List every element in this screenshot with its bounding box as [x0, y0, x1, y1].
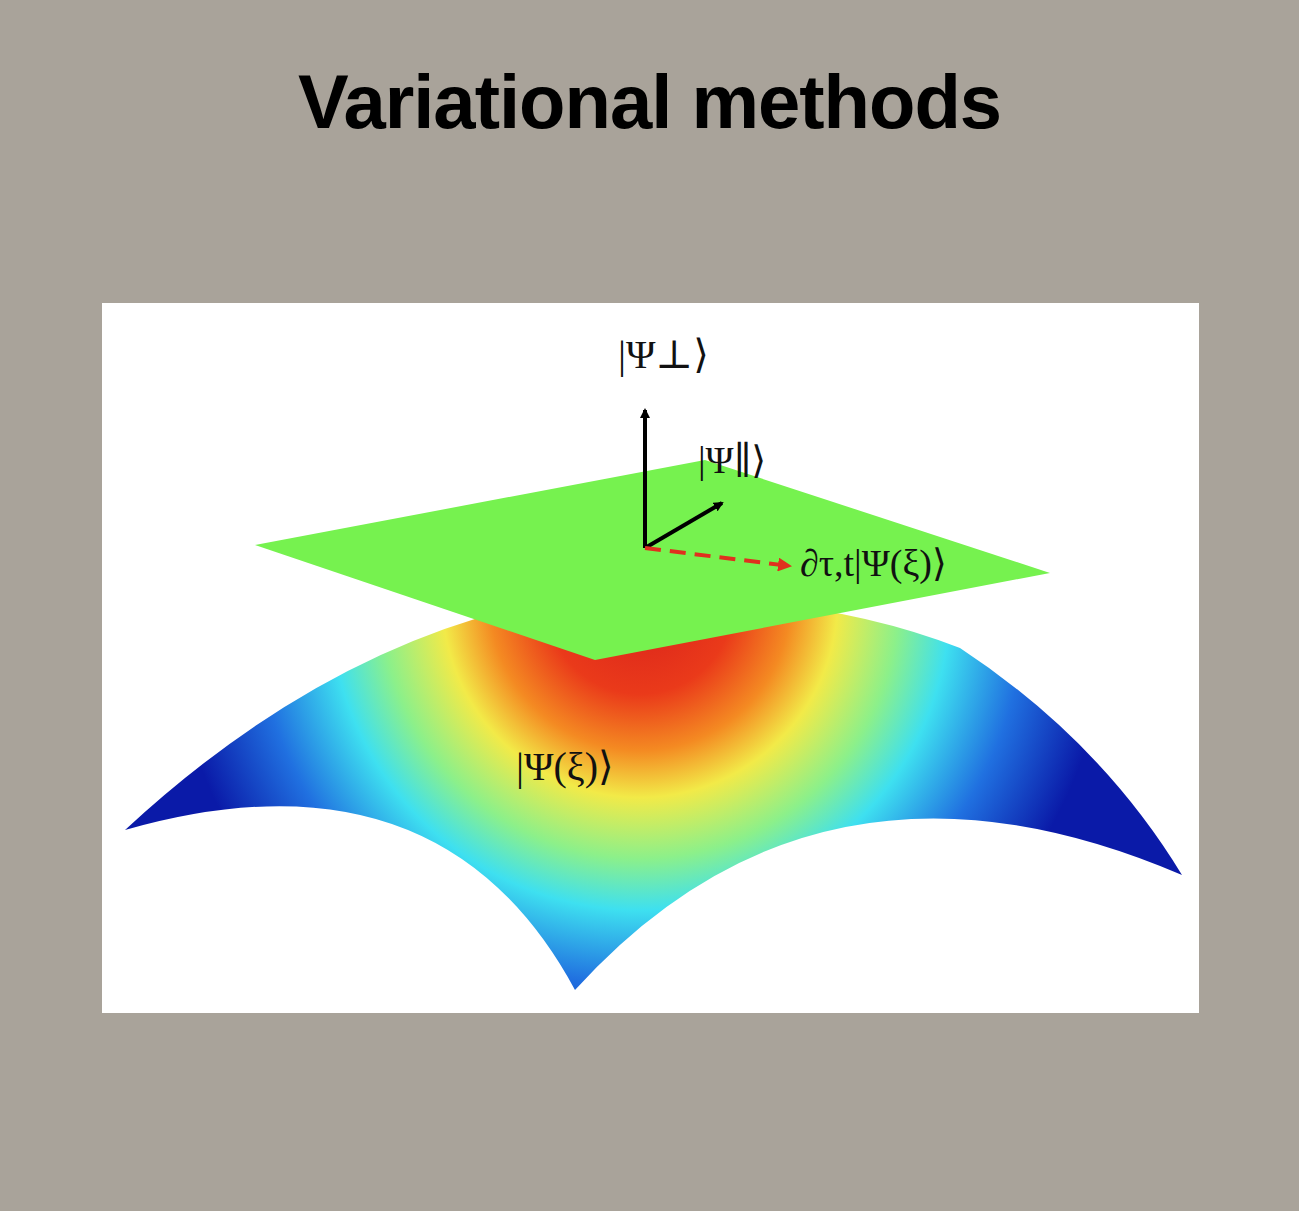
derivative-label: ∂τ,t|Ψ(ξ)⟩ [800, 543, 947, 585]
perp-arrow [643, 410, 647, 548]
perp-state-label: |Ψ⊥⟩ [618, 333, 709, 377]
parallel-arrow [645, 503, 722, 548]
parallel-state-label: |Ψ∥⟩ [698, 440, 766, 482]
tangent-plane [255, 460, 1050, 660]
derivative-arrow [645, 548, 790, 566]
manifold-label: |Ψ(ξ)⟩ [516, 745, 614, 789]
image-panel [102, 303, 1199, 1013]
page-title: Variational methods [0, 58, 1299, 145]
variational-manifold [125, 596, 1182, 990]
